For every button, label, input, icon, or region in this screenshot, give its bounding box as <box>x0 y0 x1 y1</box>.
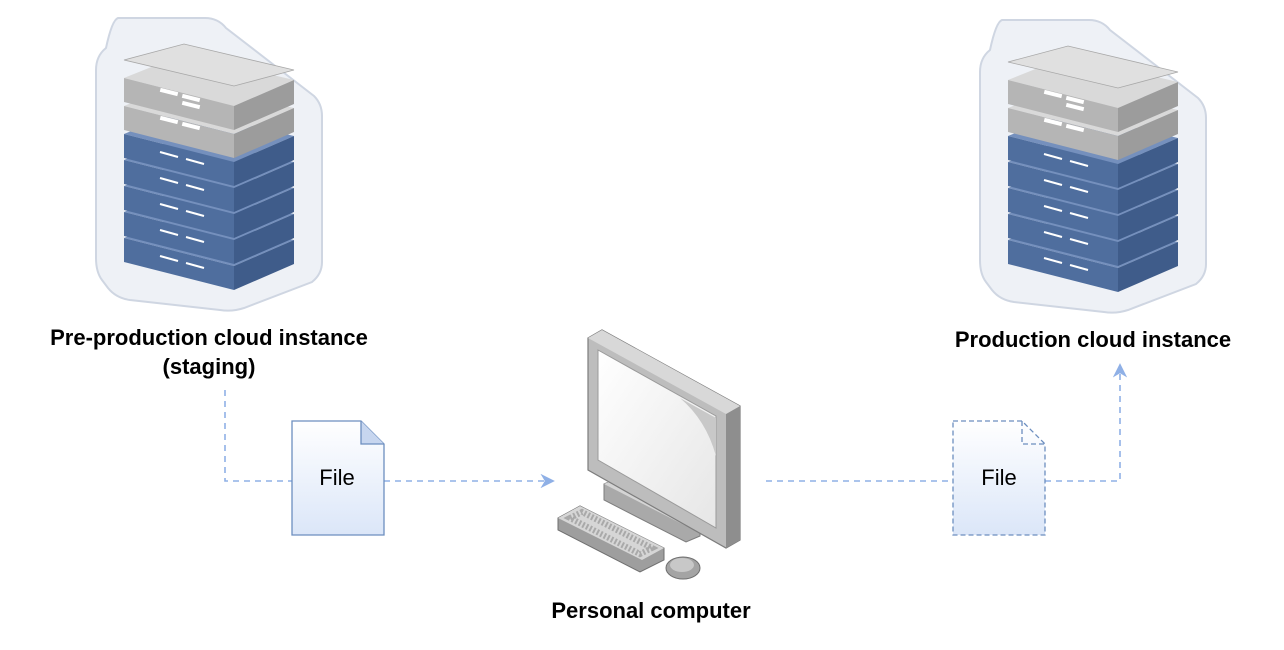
edge-staging-to-computer <box>224 390 292 482</box>
staging-label-line2: (staging) <box>163 354 256 379</box>
staging-label-line1: Pre-production cloud instance <box>50 325 368 350</box>
file-out-icon <box>952 420 1046 536</box>
production-label: Production cloud instance <box>955 327 1231 352</box>
production-server-icon <box>979 19 1207 314</box>
file-in-icon <box>291 420 385 536</box>
computer-label: Personal computer <box>551 598 751 623</box>
computer-icon <box>557 329 741 580</box>
edge-computer-to-production-tail <box>1045 363 1128 482</box>
file-in-label: File <box>319 465 354 490</box>
staging-server-icon <box>95 17 323 312</box>
file-out-label: File <box>981 465 1016 490</box>
